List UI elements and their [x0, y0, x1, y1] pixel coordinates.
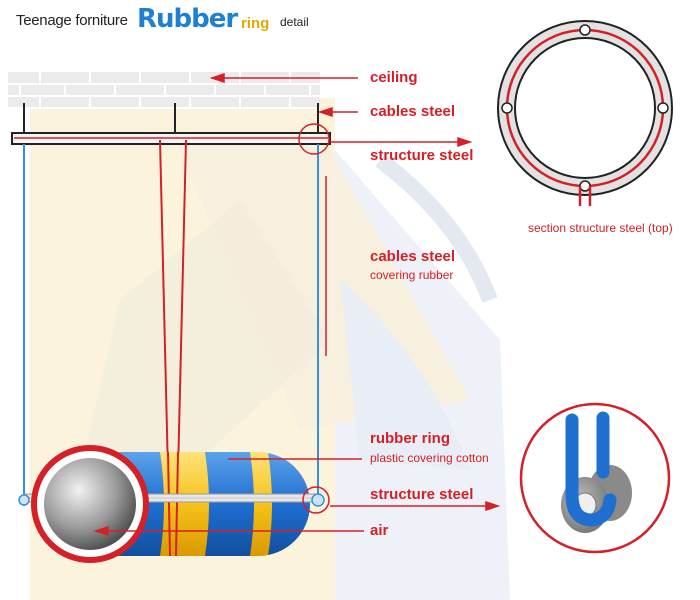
red-cables-over-ring	[167, 451, 179, 557]
cable-connector-right	[311, 493, 325, 507]
pointer-arrows	[93, 72, 501, 537]
label-covering-rubber: covering rubber	[370, 268, 454, 282]
label-cables-steel-side: cables steel	[370, 248, 456, 265]
detail-circle-bottom	[302, 486, 330, 514]
title-detail: detail	[280, 15, 309, 29]
detail-circle-top	[298, 123, 330, 155]
label-air: air	[370, 522, 389, 539]
label-structure-steel-bottom: structure steel	[370, 486, 474, 503]
label-section-caption: section structure steel (top)	[528, 221, 673, 235]
ceiling-cables	[23, 103, 319, 133]
brick-ceiling-icon	[8, 72, 320, 109]
cable-connector-left	[18, 494, 30, 506]
air-chamber	[44, 458, 136, 550]
label-structure-steel-top: structure steel	[370, 147, 474, 164]
hanging-cables	[23, 144, 319, 500]
label-plastic-covering: plastic covering cotton	[370, 451, 489, 465]
title-prefix: Teenage forniture	[16, 12, 128, 29]
hook-detail-icon	[519, 402, 671, 554]
label-rubber-ring: rubber ring	[370, 430, 451, 447]
label-ceiling: ceiling	[370, 69, 418, 86]
label-cables-steel-top: cables steel	[370, 103, 456, 120]
ring-section-icon	[497, 20, 673, 206]
title-brand: Rubber	[137, 4, 238, 34]
title-brand-suffix: ring	[241, 15, 270, 32]
